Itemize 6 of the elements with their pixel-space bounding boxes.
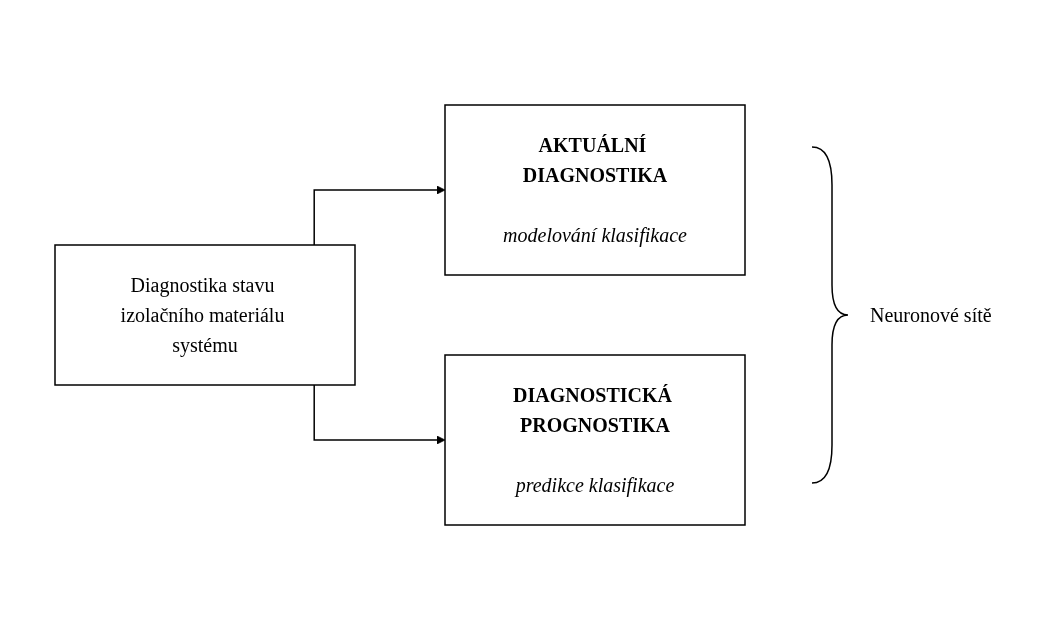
node-box: AKTUÁLNÍ DIAGNOSTIKA modelování klasifikace	[444, 104, 746, 276]
arrow	[313, 185, 446, 246]
arrow	[313, 384, 446, 445]
node-box: Diagnostika stavu izolačního materiálu systému	[54, 244, 356, 386]
node-box: DIAGNOSTICKÁ PROGNOSTIKA predikce klasifikace	[444, 354, 746, 526]
group-label: Neuronové sítě	[870, 303, 992, 327]
